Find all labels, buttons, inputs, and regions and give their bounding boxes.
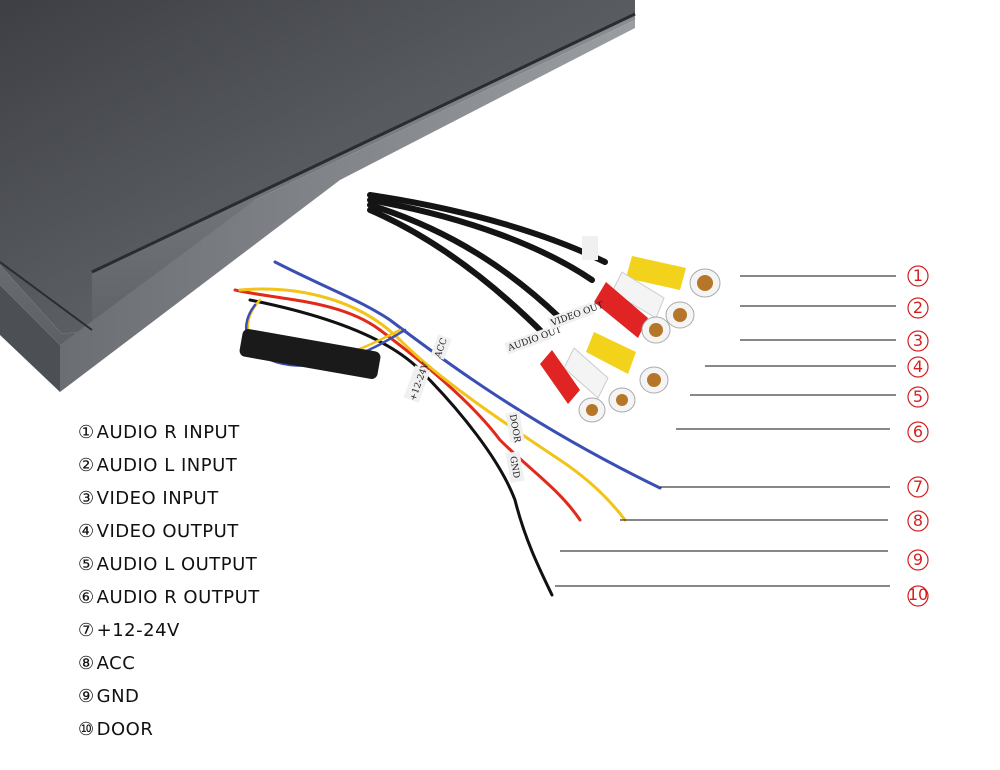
legend-num: ⑧ [78,653,95,674]
tag-door: DOOR [507,414,522,444]
legend-num: ⑦ [78,620,95,641]
svg-text:3: 3 [913,331,923,350]
legend-label: ACC [96,653,136,674]
legend-label: VIDEO OUTPUT [96,521,239,542]
callout-4: 4 [907,356,929,378]
legend-num: ⑥ [78,587,95,608]
legend-label: AUDIO R OUTPUT [96,587,260,608]
svg-text:6: 6 [913,422,923,441]
legend-num: ⑨ [78,686,95,707]
svg-text:5: 5 [913,387,923,406]
svg-text:9: 9 [913,550,923,569]
callout-2: 2 [907,297,929,319]
callout-6: 6 [907,421,929,443]
legend-label: AUDIO R INPUT [96,422,240,443]
callout-3: 3 [907,330,929,352]
legend-num: ⑩ [78,719,95,740]
legend-num: ④ [78,521,95,542]
legend-num: ① [78,422,95,443]
legend-label: GND [96,686,140,707]
legend-label: +12-24V [96,620,180,641]
leader-lines [555,275,896,587]
legend-label: VIDEO INPUT [96,488,219,509]
rca-yellow-video-in [626,256,721,298]
rca-white-audio-l-in [611,271,695,329]
svg-text:7: 7 [913,477,923,496]
svg-text:1: 1 [913,266,923,285]
callout-8: 8 [907,510,929,532]
rca-red-audio-r-out [540,350,606,423]
svg-text:2: 2 [913,298,923,317]
rca-red-audio-r-in [594,282,671,344]
tag-gnd: GND [507,455,521,479]
legend-label: DOOR [96,719,154,740]
legend-item: ⑦+12-24V [78,618,260,651]
legend-label: AUDIO L OUTPUT [96,554,258,575]
callout-9: 9 [907,549,929,571]
rca-yellow-video-out [586,332,669,394]
legend-num: ③ [78,488,95,509]
legend-num: ⑤ [78,554,95,575]
rca-white-audio-l-out [563,347,636,413]
callout-10: 10 [907,585,929,607]
legend-num: ② [78,455,95,476]
monitor-housing [0,0,636,392]
svg-text:8: 8 [913,511,923,530]
power-harness [233,260,662,597]
callout-5: 5 [907,386,929,408]
callout-1: 1 [907,265,929,287]
svg-text:10: 10 [908,585,928,604]
legend-label: AUDIO L INPUT [96,455,238,476]
callouts: 1 2 3 4 5 6 7 8 9 10 [907,265,929,607]
svg-text:4: 4 [913,357,923,376]
callout-7: 7 [907,476,929,498]
